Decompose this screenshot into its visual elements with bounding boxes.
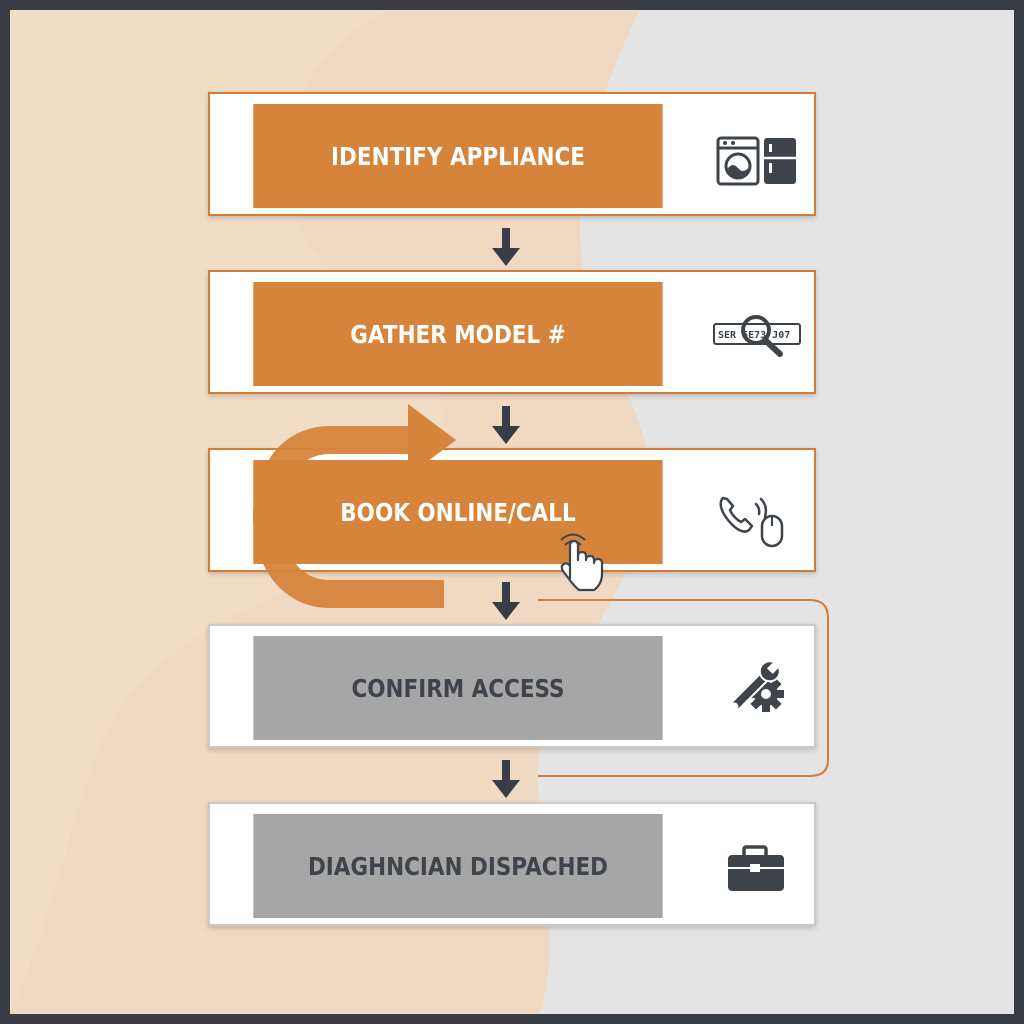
- step-book-online-call: BOOK ONLINE/CALL: [208, 448, 816, 572]
- flow-arrow-down: [492, 406, 520, 444]
- step-gather-model: GATHER MODEL # SER 5E73 J07: [208, 270, 816, 394]
- step-confirm-access: CONFIRM ACCESS: [208, 624, 816, 748]
- step-identify-appliance: IDENTIFY APPLIANCE: [208, 92, 816, 216]
- flow-arrow-down: [492, 760, 520, 798]
- serial-label-text: SER 5E73 J07: [718, 330, 790, 341]
- flow-arrow-down: [492, 582, 520, 620]
- step-dispatched: DIAGHNCIAN DISPACHED: [208, 802, 816, 926]
- step-label: GATHER MODEL #: [253, 282, 663, 386]
- wrench-gear-icon: [706, 636, 810, 740]
- step-label: DIAGHNCIAN DISPACHED: [253, 814, 663, 918]
- serial-magnifier-icon: SER 5E73 J07: [706, 282, 810, 386]
- step-label: IDENTIFY APPLIANCE: [253, 104, 663, 208]
- toolbox-icon: [706, 814, 810, 918]
- phone-mouse-icon: [706, 460, 810, 564]
- step-label: CONFIRM ACCESS: [253, 636, 663, 740]
- washer-fridge-icon: [706, 104, 810, 208]
- flow-arrow-down: [492, 228, 520, 266]
- step-label: BOOK ONLINE/CALL: [253, 460, 663, 564]
